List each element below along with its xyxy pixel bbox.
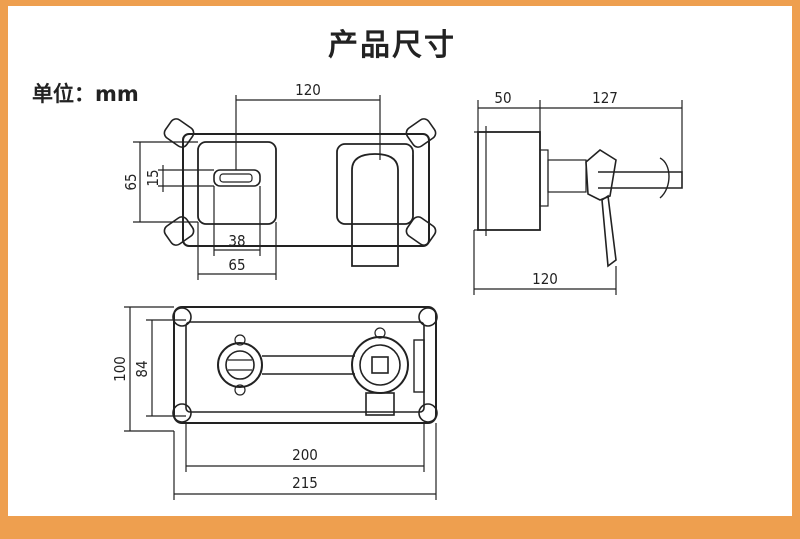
outlet-screw [234, 334, 246, 346]
mixer-cover [336, 143, 414, 225]
page-title: 产品尺寸 [328, 28, 456, 63]
unit-label: 单位：mm [32, 82, 139, 106]
dim-label-box-width: 215 [292, 474, 318, 492]
flow-arrow [659, 157, 670, 199]
mounting-tab [405, 118, 437, 148]
outlet-screw [234, 384, 246, 396]
stem-side [547, 159, 587, 193]
escutcheon-side [539, 149, 549, 207]
dim-label-spout-reach: 127 [592, 89, 618, 107]
spout-outlet [213, 169, 261, 187]
dim-label-front-height: 65 [122, 173, 140, 190]
box-corner-tab [172, 403, 192, 423]
valve-screw [374, 327, 386, 339]
dim-label-box-inner-height: 84 [133, 360, 151, 377]
side-view [473, 100, 683, 295]
spout-joint [585, 149, 617, 201]
mounting-tab [405, 216, 437, 246]
spout-outlet-inner [219, 173, 253, 183]
box-corner-tab [172, 307, 192, 327]
spout-cover [197, 141, 277, 225]
front-plate [182, 133, 430, 247]
valve-body-side [477, 131, 541, 231]
dim-label-front-width: 120 [295, 81, 321, 99]
valve-box [173, 306, 437, 424]
dim-label-box-height: 100 [111, 356, 129, 382]
side-inlet [413, 339, 425, 393]
dim-label-outlet-width: 38 [228, 232, 245, 250]
front-view [133, 95, 437, 280]
box-corner-tab [418, 403, 438, 423]
dim-label-cover-width: 65 [228, 256, 245, 274]
mixer-lever [351, 153, 399, 267]
box-corner-tab [418, 307, 438, 327]
box-view [124, 306, 438, 500]
water-channel [262, 355, 355, 375]
valve-port-inner [359, 344, 401, 386]
outlet-port-inner [225, 350, 255, 380]
dim-label-body-depth: 50 [494, 89, 511, 107]
valve-stem [371, 356, 389, 374]
mounting-tab [163, 216, 195, 246]
spout-arm [598, 171, 683, 189]
lever-side [601, 194, 617, 268]
dim-label-side-height: 120 [532, 270, 558, 288]
outlet-port [217, 342, 263, 388]
dim-label-outlet-height: 15 [144, 169, 162, 186]
dim-label-box-inner-width: 200 [292, 446, 318, 464]
inlet-pipe [365, 392, 395, 416]
